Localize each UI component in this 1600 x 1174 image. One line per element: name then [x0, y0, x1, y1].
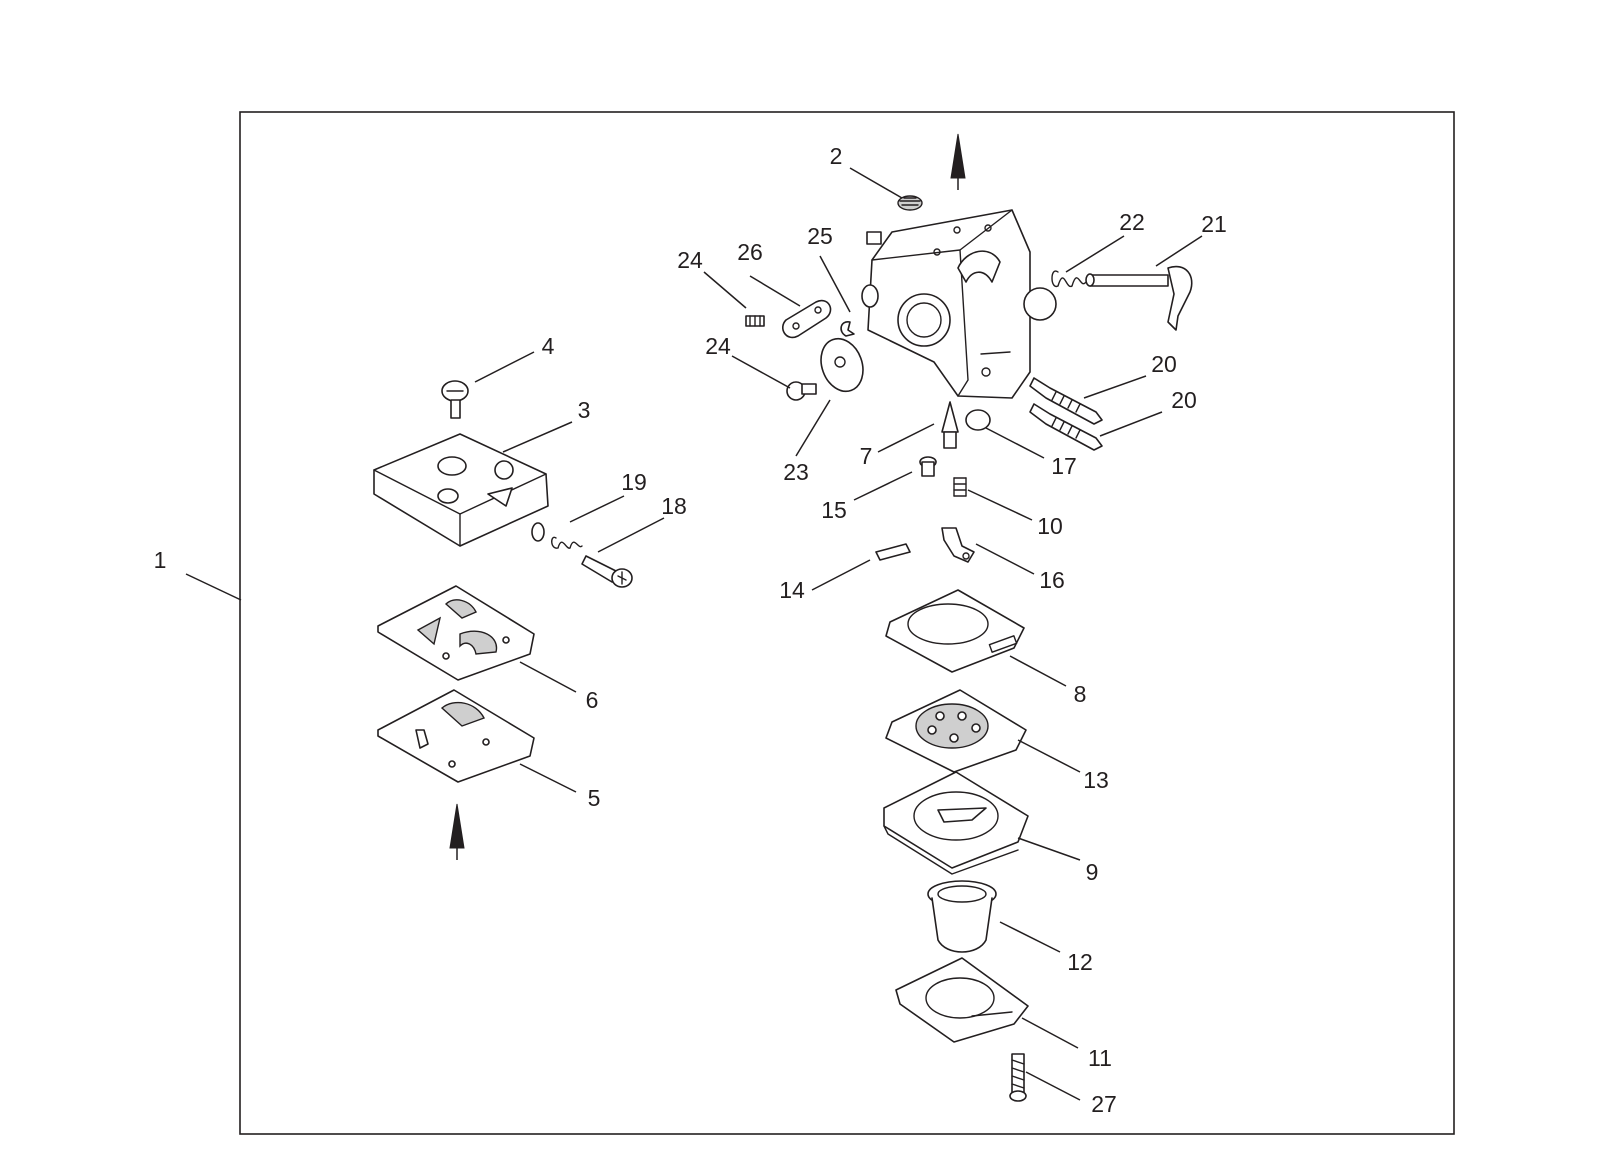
bulb-cover-part-11 [895, 957, 1029, 1043]
callout-24-upper: 24 [677, 247, 703, 273]
screw-part-4 [441, 380, 469, 419]
carburetor-body [861, 209, 1057, 399]
screw-part-18 [581, 555, 633, 588]
callout-21: 21 [1201, 211, 1227, 237]
callout-6: 6 [586, 687, 599, 713]
e-clip-part-25 [840, 321, 855, 337]
screw-part-24-upper [745, 315, 765, 327]
callout-4: 4 [542, 333, 555, 359]
callout-5: 5 [588, 785, 601, 811]
adjustment-needle-part-20-upper [1029, 377, 1103, 425]
metering-cover-part-9 [883, 771, 1029, 875]
callout-12: 12 [1067, 949, 1093, 975]
throttle-spring-part-22 [1051, 270, 1087, 288]
lever-spring-part-10 [953, 477, 967, 497]
welch-plug-part-17 [965, 409, 991, 431]
spring-part-19 [551, 536, 583, 549]
pump-gasket-part-6 [377, 585, 535, 681]
callout-17: 17 [1051, 453, 1077, 479]
screw-part-24-lower [786, 381, 817, 401]
callout-22: 22 [1119, 209, 1145, 235]
callout-15: 15 [821, 497, 847, 523]
metering-diaphragm-part-13 [885, 689, 1027, 773]
screw-part-27 [1009, 1053, 1027, 1102]
callout-11: 11 [1088, 1045, 1112, 1071]
callout-20-upper: 20 [1151, 351, 1177, 377]
callout-1: 1 [154, 547, 167, 573]
filter-screen-part-2 [897, 195, 923, 211]
callout-26: 26 [737, 239, 763, 265]
assembly-frame [239, 111, 1455, 1135]
lever-pin-part-15 [919, 456, 937, 477]
callout-10: 10 [1037, 513, 1063, 539]
callout-7: 7 [860, 443, 873, 469]
callout-8: 8 [1074, 681, 1087, 707]
callout-18: 18 [661, 493, 687, 519]
callout-3: 3 [578, 397, 591, 423]
callout-27: 27 [1091, 1091, 1117, 1117]
primer-bulb-part-12 [927, 880, 997, 953]
callout-labels: 1 2 3 4 5 6 7 8 9 10 11 12 13 14 15 16 1… [154, 143, 1227, 1117]
callout-24-lower: 24 [705, 333, 731, 359]
lever-pin-part-14 [875, 543, 911, 561]
direction-arrow-bottom [449, 803, 465, 860]
callout-23: 23 [783, 459, 809, 485]
throttle-plate-part-23 [820, 337, 864, 393]
callout-2: 2 [830, 143, 843, 169]
callout-16: 16 [1039, 567, 1065, 593]
callout-13: 13 [1083, 767, 1109, 793]
gasket-part-8 [885, 589, 1025, 673]
adjustment-needle-part-20-lower [1029, 403, 1103, 451]
throttle-shaft-part-21 [1085, 265, 1193, 331]
retainer-plate-part-26 [782, 299, 832, 339]
callout-14: 14 [779, 577, 805, 603]
callout-19: 19 [621, 469, 647, 495]
leader-lines [185, 167, 1203, 1101]
inlet-needle-part-7 [941, 401, 959, 449]
callout-25: 25 [807, 223, 833, 249]
metering-lever-part-16 [941, 527, 975, 563]
callout-20-lower: 20 [1171, 387, 1197, 413]
pump-diaphragm-part-5 [377, 689, 535, 783]
direction-arrow-top [950, 133, 966, 190]
pump-body-part-3 [373, 433, 549, 547]
callout-9: 9 [1086, 859, 1099, 885]
